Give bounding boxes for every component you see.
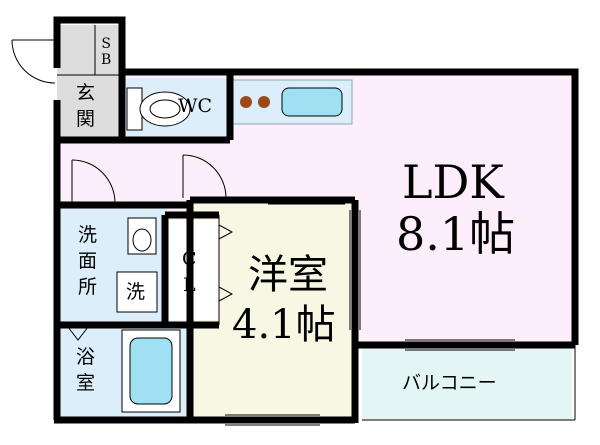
balcony-name: バルコニー — [402, 372, 497, 394]
entrance-name-top: 玄 — [76, 82, 96, 104]
western-room-name: 洋室 — [248, 252, 328, 298]
thin-lines — [56, 25, 576, 421]
entrance-door — [11, 39, 56, 84]
closet-label: C L — [182, 246, 197, 298]
washroom-label: 洗 面 所 — [78, 222, 97, 300]
washroom-char-2: 面 — [78, 250, 98, 272]
stove-burner-left — [240, 96, 252, 108]
balcony-window — [405, 339, 515, 351]
balcony-floor — [362, 348, 572, 420]
western-window — [225, 203, 361, 426]
entrance-floor — [57, 25, 122, 140]
western-room-size-text: 4.1帖 — [232, 302, 336, 348]
ldk-lower-floor — [355, 76, 575, 344]
washbasin — [127, 217, 157, 255]
ldk-size-text: 8.1帖 — [396, 207, 516, 261]
closet-name-top: C — [182, 248, 197, 270]
wc-label: WC — [178, 95, 212, 117]
bathroom-label: 浴 室 — [76, 344, 95, 396]
toilet — [126, 87, 191, 131]
closet-name-bottom: L — [182, 274, 196, 296]
kitchen-sink — [281, 87, 343, 117]
washroom-char-3: 所 — [78, 276, 98, 298]
shoe-box-label: S B — [101, 36, 111, 68]
balcony-label: バルコニー — [402, 372, 497, 394]
washroom-door — [71, 159, 116, 204]
washer-mark: 洗 — [126, 281, 146, 303]
washer-label: 洗 — [126, 281, 145, 303]
entrance-label: 玄 関 — [76, 80, 95, 132]
ldk-size: 8.1帖 — [396, 210, 515, 258]
ldk-name: LDK — [402, 155, 504, 209]
ldk-label: LDK — [402, 158, 504, 206]
bathroom-name-top: 浴 — [76, 346, 96, 368]
stove-burner-right — [258, 96, 270, 108]
western-room-label: 洋室 — [248, 254, 328, 296]
western-room-size: 4.1帖 — [232, 304, 336, 346]
entrance-name-bottom: 関 — [76, 108, 96, 130]
closet-door-marks — [218, 224, 234, 302]
bathtub — [121, 329, 181, 413]
bathroom-name-bottom: 室 — [76, 372, 96, 394]
wc-door — [182, 154, 227, 199]
shoe-box-name-bottom: B — [101, 52, 112, 68]
washroom-char-1: 洗 — [78, 224, 98, 246]
shoe-box-name-top: S — [101, 36, 111, 52]
washer-box — [116, 271, 158, 313]
bathroom-door — [67, 326, 89, 341]
wc-name: WC — [178, 95, 213, 117]
